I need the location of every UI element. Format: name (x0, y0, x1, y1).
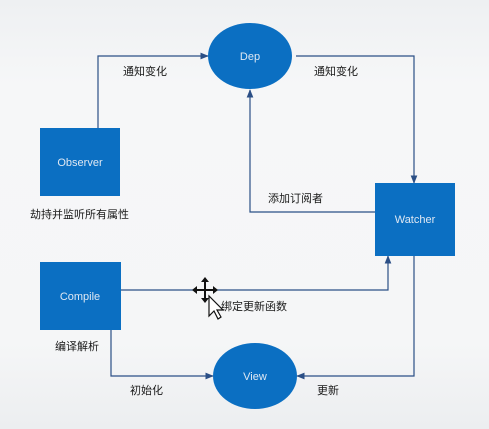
view-node[interactable]: View (213, 343, 297, 409)
watcher-to-view-label: 更新 (317, 383, 339, 397)
watcher-to-dep-label: 添加订阅者 (268, 191, 323, 205)
compile-label: Compile (60, 291, 100, 303)
observer-caption: 劫持并监听所有属性 (30, 207, 129, 221)
observer-node[interactable]: Observer (40, 128, 120, 196)
edge-observer-to-dep (97, 52, 209, 128)
compile-node[interactable]: Compile (40, 262, 121, 330)
dep-to-watcher-label: 通知变化 (314, 64, 358, 78)
edge-watcher-to-dep (246, 89, 375, 213)
move-cursor-icon (192, 277, 225, 320)
compile-caption: 编译解析 (55, 339, 99, 353)
edge-watcher-to-view (296, 256, 415, 380)
compile-to-watcher-label: 绑定更新函数 (221, 299, 287, 313)
view-label: View (243, 371, 267, 383)
watcher-node[interactable]: Watcher (375, 183, 455, 256)
edge-dep-to-watcher (296, 55, 418, 184)
dep-node[interactable]: Dep (208, 23, 292, 89)
compile-to-view-label: 初始化 (130, 383, 163, 397)
observer-to-dep-label: 通知变化 (123, 64, 167, 78)
edge-compile-to-view (110, 330, 214, 380)
edge-compile-to-watcher (121, 255, 392, 291)
watcher-label: Watcher (395, 214, 436, 226)
observer-label: Observer (57, 157, 103, 169)
dep-label: Dep (240, 51, 260, 63)
